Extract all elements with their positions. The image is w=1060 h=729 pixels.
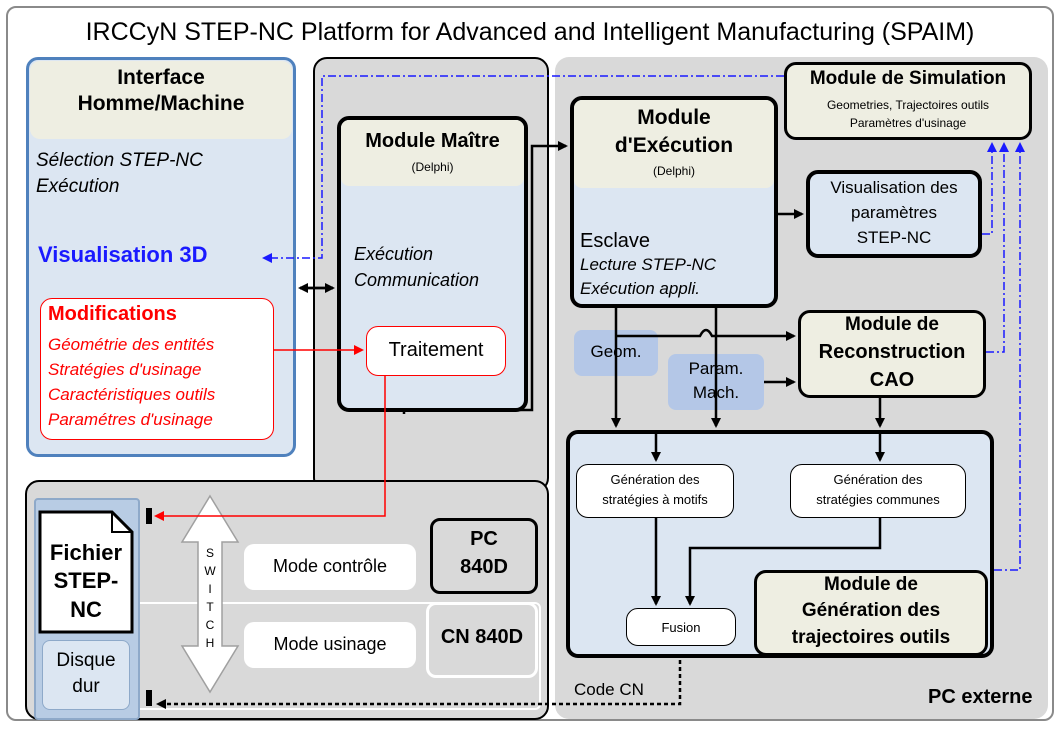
visualisation-3d: Visualisation 3D	[38, 242, 208, 267]
traitement-box	[366, 326, 506, 376]
pc-840d-box	[430, 518, 538, 594]
generation-title-3: trajectoires outils	[791, 627, 951, 648]
arrow-recon-simul	[986, 142, 1009, 353]
module-execution-sub: (Delphi)	[652, 164, 695, 178]
module-maitre-sub: (Delphi)	[411, 160, 454, 174]
recon-line-2: Reconstruction	[818, 341, 966, 363]
module-maitre-header	[341, 120, 524, 186]
maitre-execution: Exécution	[354, 244, 434, 264]
arrow-visu-simul	[982, 142, 997, 235]
mod-item: Caractéristiques outils	[48, 385, 216, 404]
motifs-line-1: Génération des	[610, 472, 700, 487]
pc-840d-line-1: PC	[470, 528, 498, 550]
exec-lecture: Lecture STEP-NC	[580, 255, 717, 274]
maitre-communication: Communication	[354, 270, 480, 290]
arrow-exec-recon	[616, 328, 796, 341]
mode-controle-label: Mode contrôle	[272, 556, 388, 576]
fusion-box	[626, 608, 736, 646]
ihm-header	[30, 61, 292, 139]
exec-execution: Exécution appli.	[580, 279, 701, 298]
generation-title-2: Génération des	[801, 600, 941, 621]
generation-title-box	[754, 570, 988, 656]
switch-letter: H	[205, 636, 215, 650]
disque-line-1: Disque	[56, 650, 116, 671]
motifs-line-2: stratégies à motifs	[602, 492, 708, 507]
visu-line-2: paramètres	[851, 203, 937, 222]
arrow-communes-fusion	[685, 518, 882, 606]
simulation-line-1: Geometries, Trajectoires outils	[826, 98, 990, 112]
fichier-line-2: STEP-	[53, 568, 119, 593]
module-execution-title-2: d'Exécution	[614, 134, 734, 157]
generation-title-1: Module de	[824, 574, 918, 595]
pc-840d-line-2: 840D	[460, 556, 508, 578]
modifications-title: Modifications	[48, 303, 177, 325]
code-cn-label: Code CN	[574, 680, 644, 699]
mod-item: Paramétres d'usinage	[48, 410, 213, 429]
mode-usinage-box	[244, 622, 416, 668]
ihm-execution: Exécution	[36, 176, 120, 197]
arrow-traitement-fichier	[154, 376, 386, 521]
switch-letter: S	[205, 546, 214, 560]
motifs-box	[576, 464, 734, 518]
pc-externe-label: PC externe	[928, 686, 1033, 708]
page-title: IRCCyN STEP-NC Platform for Advanced and…	[85, 18, 975, 46]
visu-line-3: STEP-NC	[856, 228, 932, 247]
connector-top	[146, 508, 152, 524]
simulation-line-2: Paramètres d'usinage	[849, 116, 967, 130]
mod-item: Stratégies d'usinage	[48, 360, 202, 379]
exec-esclave: Esclave	[580, 230, 651, 252]
visualisation-parametres	[806, 170, 982, 258]
arrow-maitre-execution	[402, 141, 568, 414]
communes-box	[790, 464, 966, 518]
disque-dur-box	[42, 640, 130, 710]
communes-line-1: Génération des	[833, 472, 923, 487]
traitement-label: Traitement	[388, 339, 484, 361]
connector-bottom	[146, 690, 152, 706]
recon-line-1: Module de	[845, 314, 939, 335]
mod-item: Géométrie des entités	[48, 335, 215, 354]
arrow-code-cn	[156, 660, 682, 709]
fichier-line-3: NC	[70, 597, 102, 622]
switch-letter: W	[204, 564, 216, 578]
recon-line-3: CAO	[869, 369, 915, 391]
module-execution-title-1: Module	[637, 106, 711, 129]
ihm-selection: Sélection STEP-NC	[36, 150, 203, 171]
arrow-gen-simul	[994, 142, 1025, 571]
simulation-title: Module de Simulation	[809, 68, 1007, 89]
cn-840d-label: CN 840D	[440, 626, 524, 648]
hidden-line	[156, 156, 544, 520]
modifications-box	[40, 298, 274, 440]
module-maitre-title: Module Maître	[365, 130, 500, 152]
fichier-line-1: Fichier	[49, 540, 123, 565]
mode-controle-box	[244, 544, 416, 590]
switch-letter: C	[205, 618, 215, 632]
switch-letter: T	[206, 600, 214, 614]
fusion-label: Fusion	[661, 620, 701, 635]
cn-840d-box	[426, 602, 538, 678]
module-simulation	[784, 62, 1032, 140]
file-icon	[38, 510, 134, 634]
communes-line-2: stratégies communes	[816, 492, 940, 507]
mode-usinage-label: Mode usinage	[273, 634, 387, 654]
visu-line-1: Visualisation des	[830, 178, 958, 197]
disque-line-2: dur	[72, 676, 100, 697]
switch-letter: I	[208, 582, 212, 596]
outer-frame	[6, 6, 1054, 721]
ihm-title-2: Homme/Machine	[77, 92, 245, 115]
module-execution-header	[574, 100, 774, 188]
module-reconstruction	[798, 310, 986, 398]
ihm-title-1: Interface	[117, 66, 205, 89]
arrow-simul-vis3d	[262, 75, 784, 263]
switch-arrow	[180, 494, 240, 694]
